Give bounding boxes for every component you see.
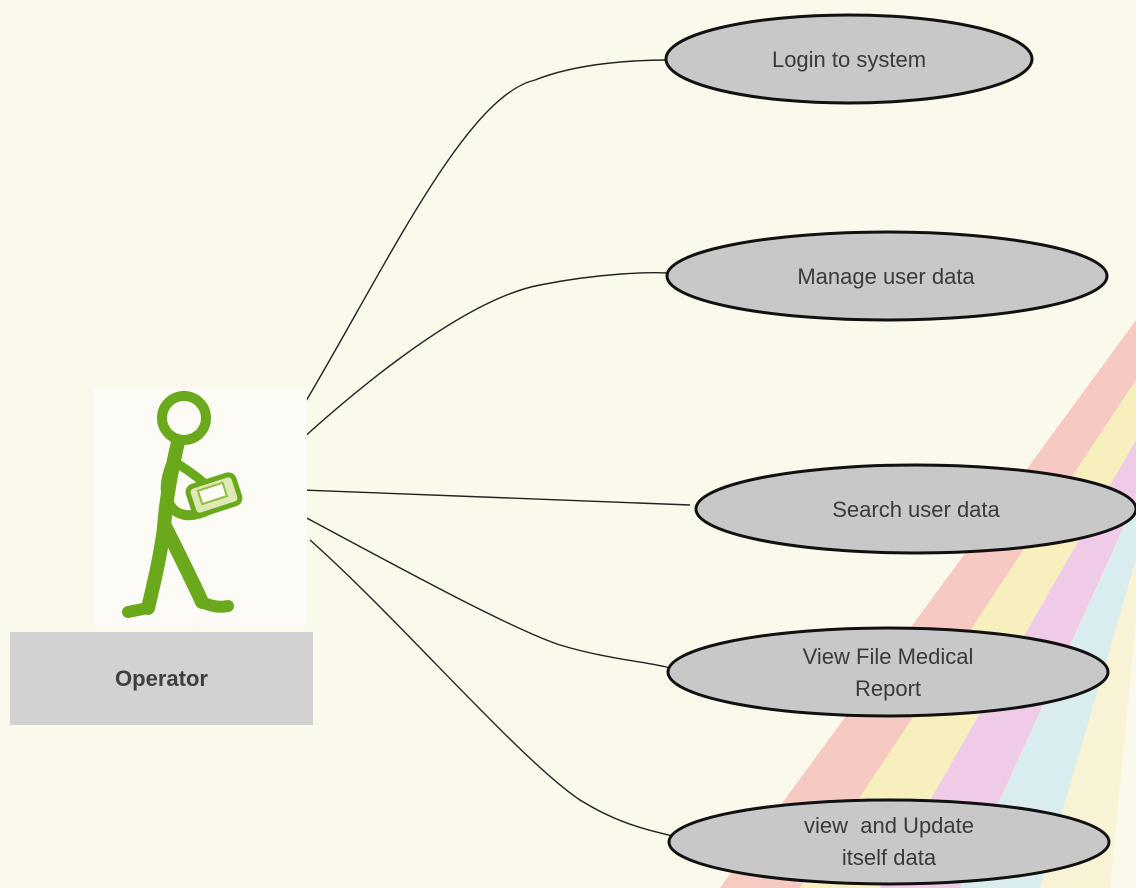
association-line-update [309,539,673,837]
association-lines [249,59,691,837]
use-case-ellipses [664,13,1136,886]
association-line-manage [249,272,669,489]
association-line-login [249,59,669,489]
use-case-line: view and Update [804,813,974,838]
use-case-line: Report [854,676,922,701]
use-case-label-search: Search user data [706,485,1126,535]
actor-label-box: Operator [10,632,313,725]
use-case-label-view-report: View File Medical Report [678,641,1098,705]
actor-label: Operator [115,665,208,691]
tablet-icon [185,472,243,518]
use-case-ellipse-update[interactable] [667,798,1111,886]
use-case-line: View File Medical [802,644,974,669]
use-case-line: Login to system [771,47,927,72]
use-case-label-login: Login to system [676,35,1022,85]
association-line-view-report [249,487,671,669]
use-case-line: Manage user data [797,264,975,289]
use-case-ellipse-search[interactable] [694,463,1136,555]
use-case-label-manage: Manage user data [676,252,1096,302]
use-case-line: itself data [841,845,937,870]
association-line-search [249,487,691,506]
stick-figure-icon [122,391,243,618]
use-case-label-update: view and Update itself data [679,810,1099,874]
actor-figure-panel [94,388,307,626]
use-case-ellipse-manage[interactable] [665,230,1109,322]
use-case-line: Search user data [832,497,1000,522]
use-case-ellipse-view-report[interactable] [666,626,1110,718]
use-case-ellipse-login[interactable] [664,13,1034,105]
